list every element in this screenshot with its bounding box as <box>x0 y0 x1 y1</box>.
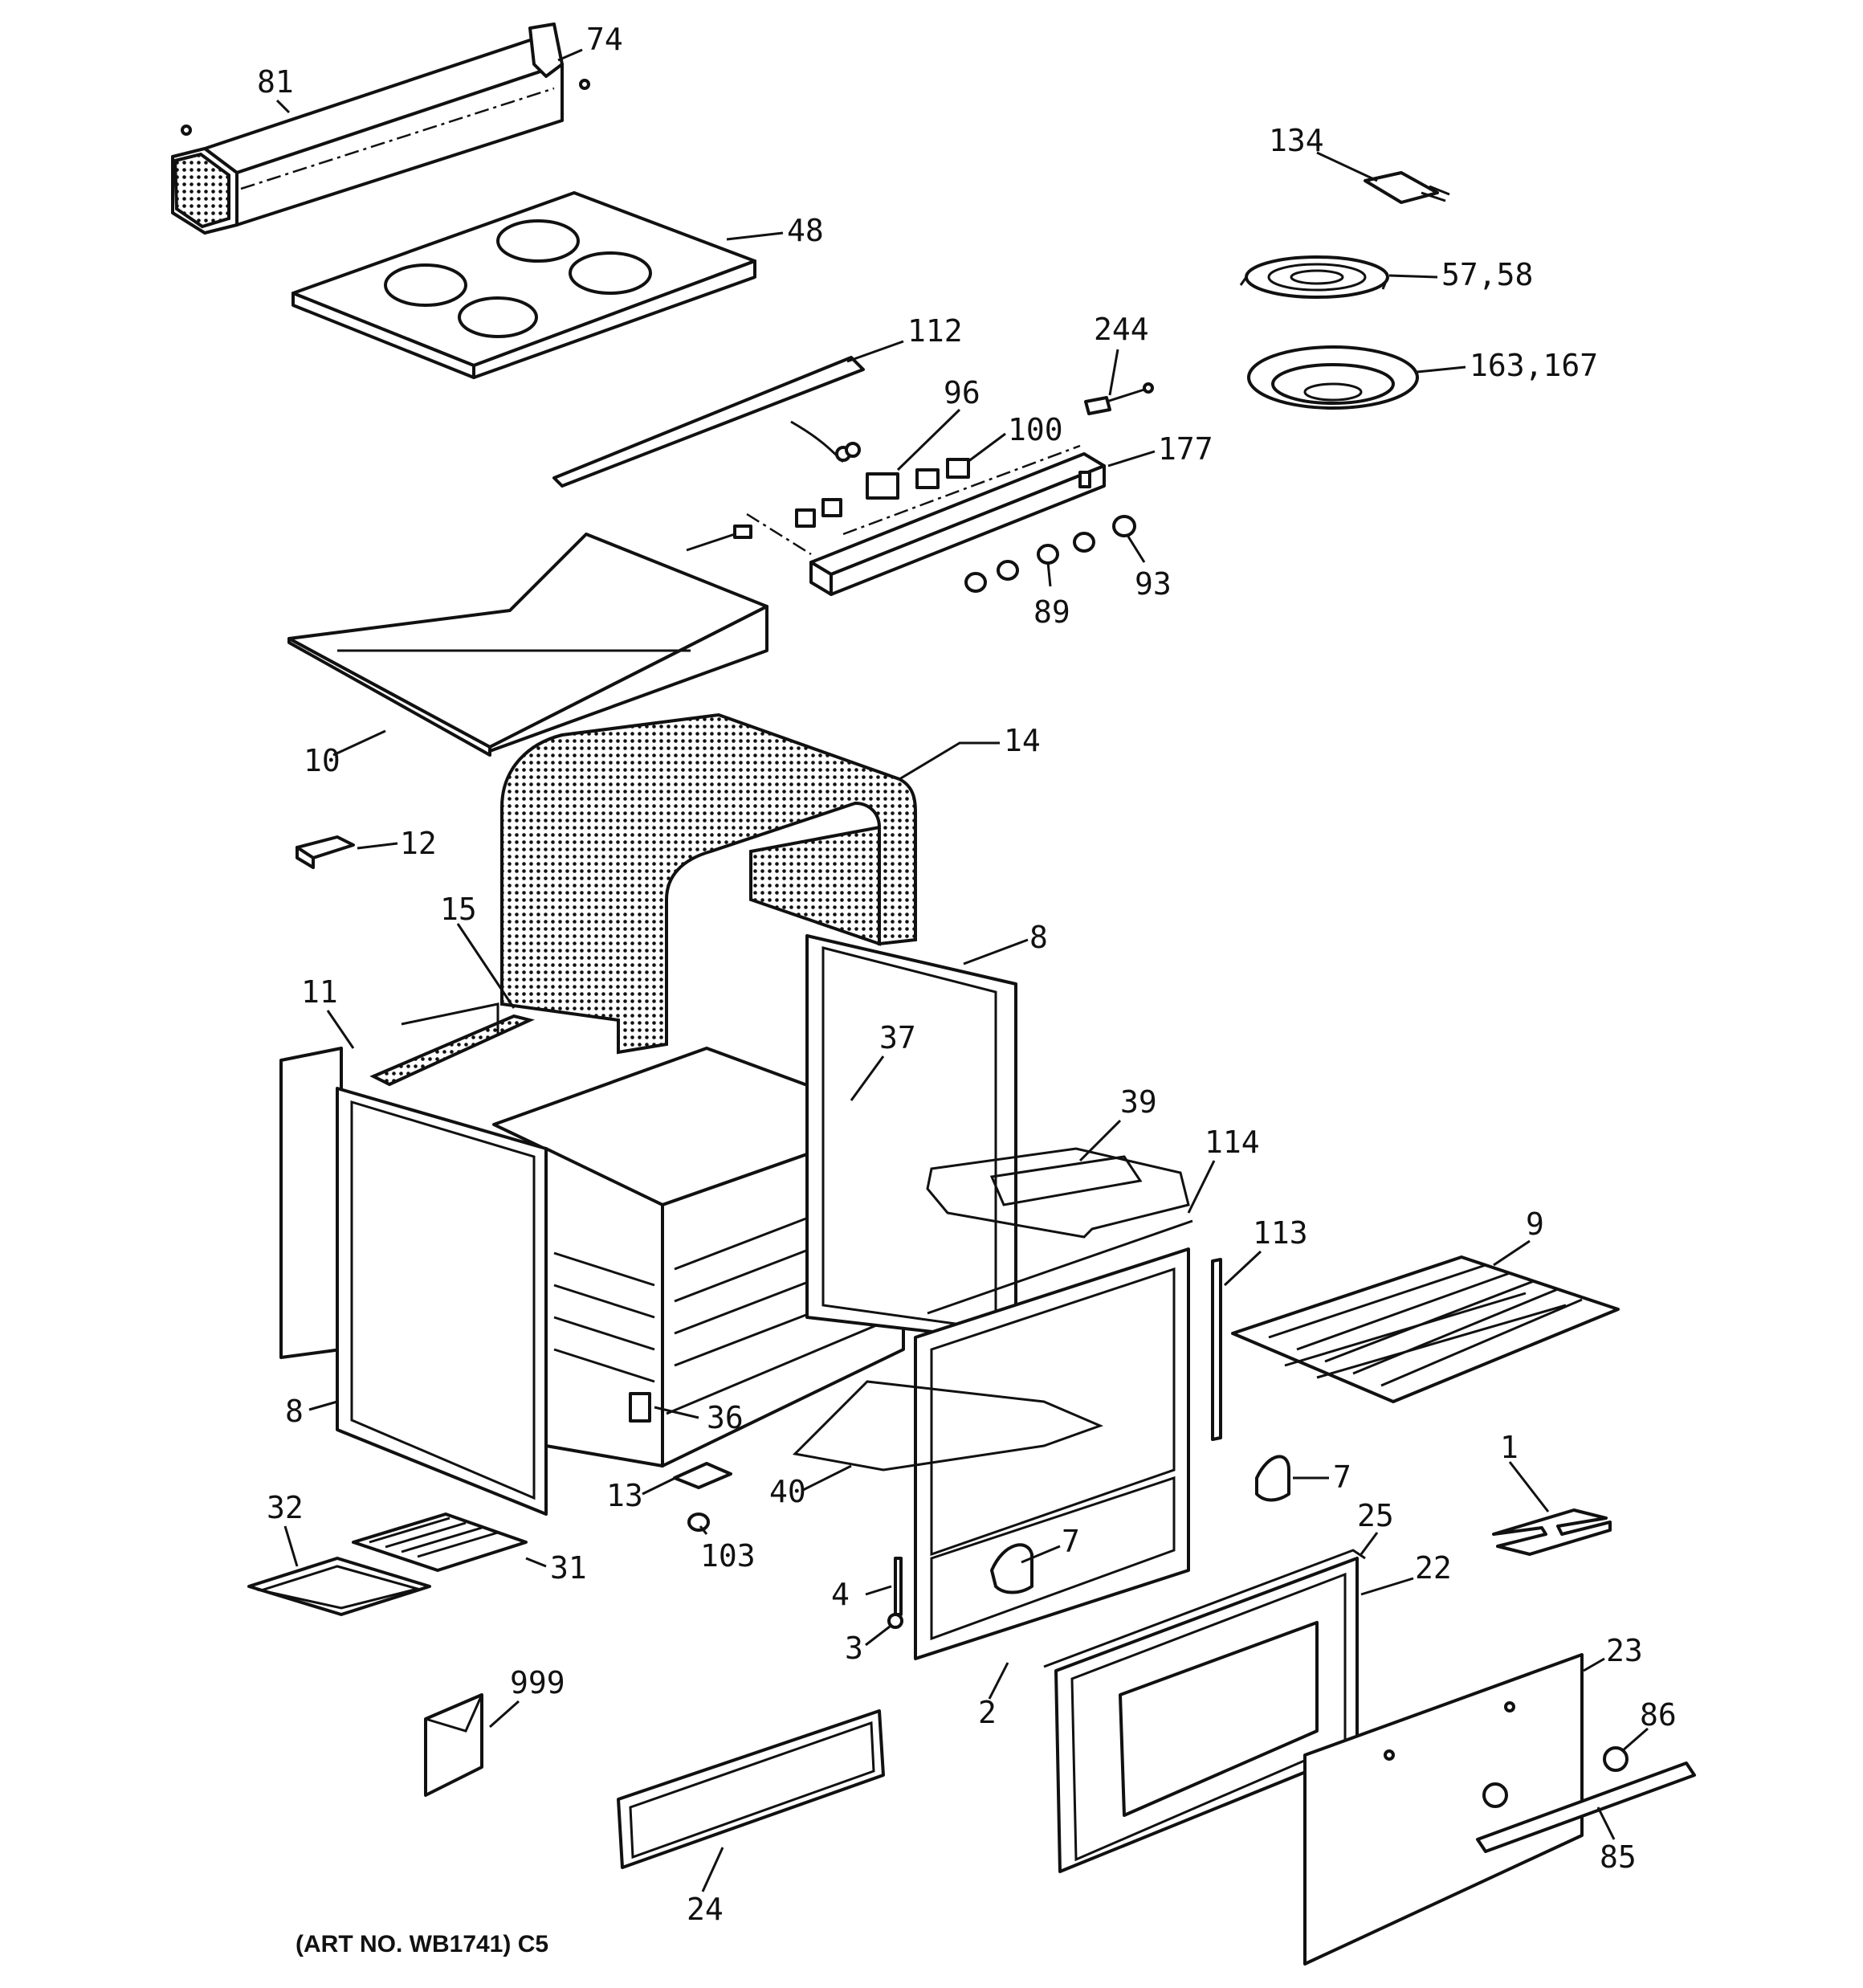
part-23-outer-door <box>1303 1653 1584 1966</box>
callout-23: 23 <box>1606 1633 1643 1668</box>
part-74-end-cap <box>528 22 590 90</box>
callout-7-left: 7 <box>1062 1524 1080 1559</box>
part-86-end-cap <box>1603 1746 1629 1772</box>
part-12-terminal-block <box>296 835 355 869</box>
callout-31: 31 <box>550 1550 587 1586</box>
callout-999: 999 <box>510 1665 565 1700</box>
callout-244: 244 <box>1094 312 1149 347</box>
part-7-hinge-left <box>990 1543 1033 1594</box>
callout-4: 4 <box>831 1577 850 1612</box>
callout-10: 10 <box>304 743 340 778</box>
callout-89: 89 <box>1033 594 1070 630</box>
callout-57-58: 57,58 <box>1441 257 1533 292</box>
callout-25: 25 <box>1357 1498 1394 1533</box>
callout-93: 93 <box>1135 566 1172 602</box>
part-10-frame <box>287 533 768 757</box>
callout-12: 12 <box>400 826 437 861</box>
callout-48: 48 <box>787 213 824 248</box>
part-1-clip <box>1492 1508 1612 1556</box>
part-48-cooktop <box>291 191 756 379</box>
part-103-foot <box>687 1512 710 1532</box>
callout-7-right: 7 <box>1333 1459 1351 1495</box>
part-96-switch <box>790 420 899 500</box>
part-8-right-side <box>805 934 1017 1343</box>
part-25-door-gasket <box>1043 1549 1366 1668</box>
callout-32: 32 <box>267 1490 304 1525</box>
part-89-knobs <box>964 532 1095 593</box>
art-number-caption: (ART NO. WB1741) C5 <box>296 1931 548 1957</box>
callout-36: 36 <box>707 1400 744 1435</box>
part-134-switch <box>1364 171 1450 204</box>
part-177-control-panel <box>746 444 1106 596</box>
callout-15: 15 <box>440 892 477 927</box>
part-81-backguard <box>171 39 564 235</box>
part-999-literature <box>424 1693 483 1797</box>
part-39-broil-element <box>926 1147 1190 1239</box>
callout-39: 39 <box>1120 1084 1157 1120</box>
part-36-liner-back <box>629 1392 651 1423</box>
callout-112: 112 <box>907 313 963 349</box>
part-244-sensor <box>1084 382 1154 415</box>
part-15-insulation-strip <box>369 1014 536 1087</box>
callout-14: 14 <box>1004 723 1041 758</box>
part-163-167-drip-pan <box>1247 345 1419 410</box>
callout-8-right: 8 <box>1029 920 1048 955</box>
leader-lines <box>275 48 1649 1892</box>
part-113-gasket <box>1211 1258 1222 1441</box>
part-100-switches <box>686 458 970 552</box>
callout-81: 81 <box>257 64 294 100</box>
callout-24: 24 <box>687 1892 724 1927</box>
part-24-drawer-panel <box>617 1709 885 1869</box>
callout-13: 13 <box>606 1478 643 1513</box>
callout-74: 74 <box>586 22 623 57</box>
callout-86: 86 <box>1640 1697 1677 1733</box>
callout-96: 96 <box>944 375 980 410</box>
callout-103: 103 <box>700 1538 756 1574</box>
callout-11: 11 <box>301 974 338 1010</box>
callout-1: 1 <box>1500 1430 1519 1465</box>
callout-8-left: 8 <box>285 1394 304 1429</box>
callout-114: 114 <box>1205 1125 1260 1160</box>
part-4-spring <box>894 1557 903 1616</box>
part-9-rack <box>1231 1255 1620 1403</box>
part-8-left-side <box>336 1087 548 1516</box>
callout-22: 22 <box>1415 1550 1452 1586</box>
callout-3: 3 <box>845 1631 863 1666</box>
part-14-insulation <box>500 712 917 1055</box>
part-40-bake-element <box>792 1380 1104 1472</box>
callout-177: 177 <box>1158 431 1213 467</box>
callout-2: 2 <box>978 1695 997 1730</box>
callout-113: 113 <box>1253 1215 1308 1251</box>
part-32-broiler-pan <box>247 1557 431 1616</box>
part-114-shield <box>927 1219 1193 1315</box>
callout-labels: 81 74 134 48 57,58 112 244 163,167 96 10… <box>257 22 1677 1927</box>
callout-134: 134 <box>1269 123 1324 158</box>
callout-100: 100 <box>1008 412 1063 447</box>
callout-85: 85 <box>1600 1839 1637 1875</box>
part-85-door-handle <box>1476 1761 1696 1853</box>
part-57-58-surface-element <box>1239 255 1389 299</box>
callout-40: 40 <box>769 1474 806 1509</box>
part-112-trim <box>552 356 865 488</box>
part-3-screw <box>887 1613 903 1629</box>
part-31-broiler-grid <box>352 1512 528 1572</box>
callout-37: 37 <box>879 1020 916 1055</box>
callout-163-167: 163,167 <box>1470 348 1598 383</box>
callout-9: 9 <box>1526 1206 1544 1242</box>
part-2-front-frame <box>914 1247 1190 1660</box>
part-93-knob <box>1112 515 1136 537</box>
part-7-hinge-right <box>1255 1455 1290 1502</box>
part-13-bracket <box>673 1462 732 1489</box>
